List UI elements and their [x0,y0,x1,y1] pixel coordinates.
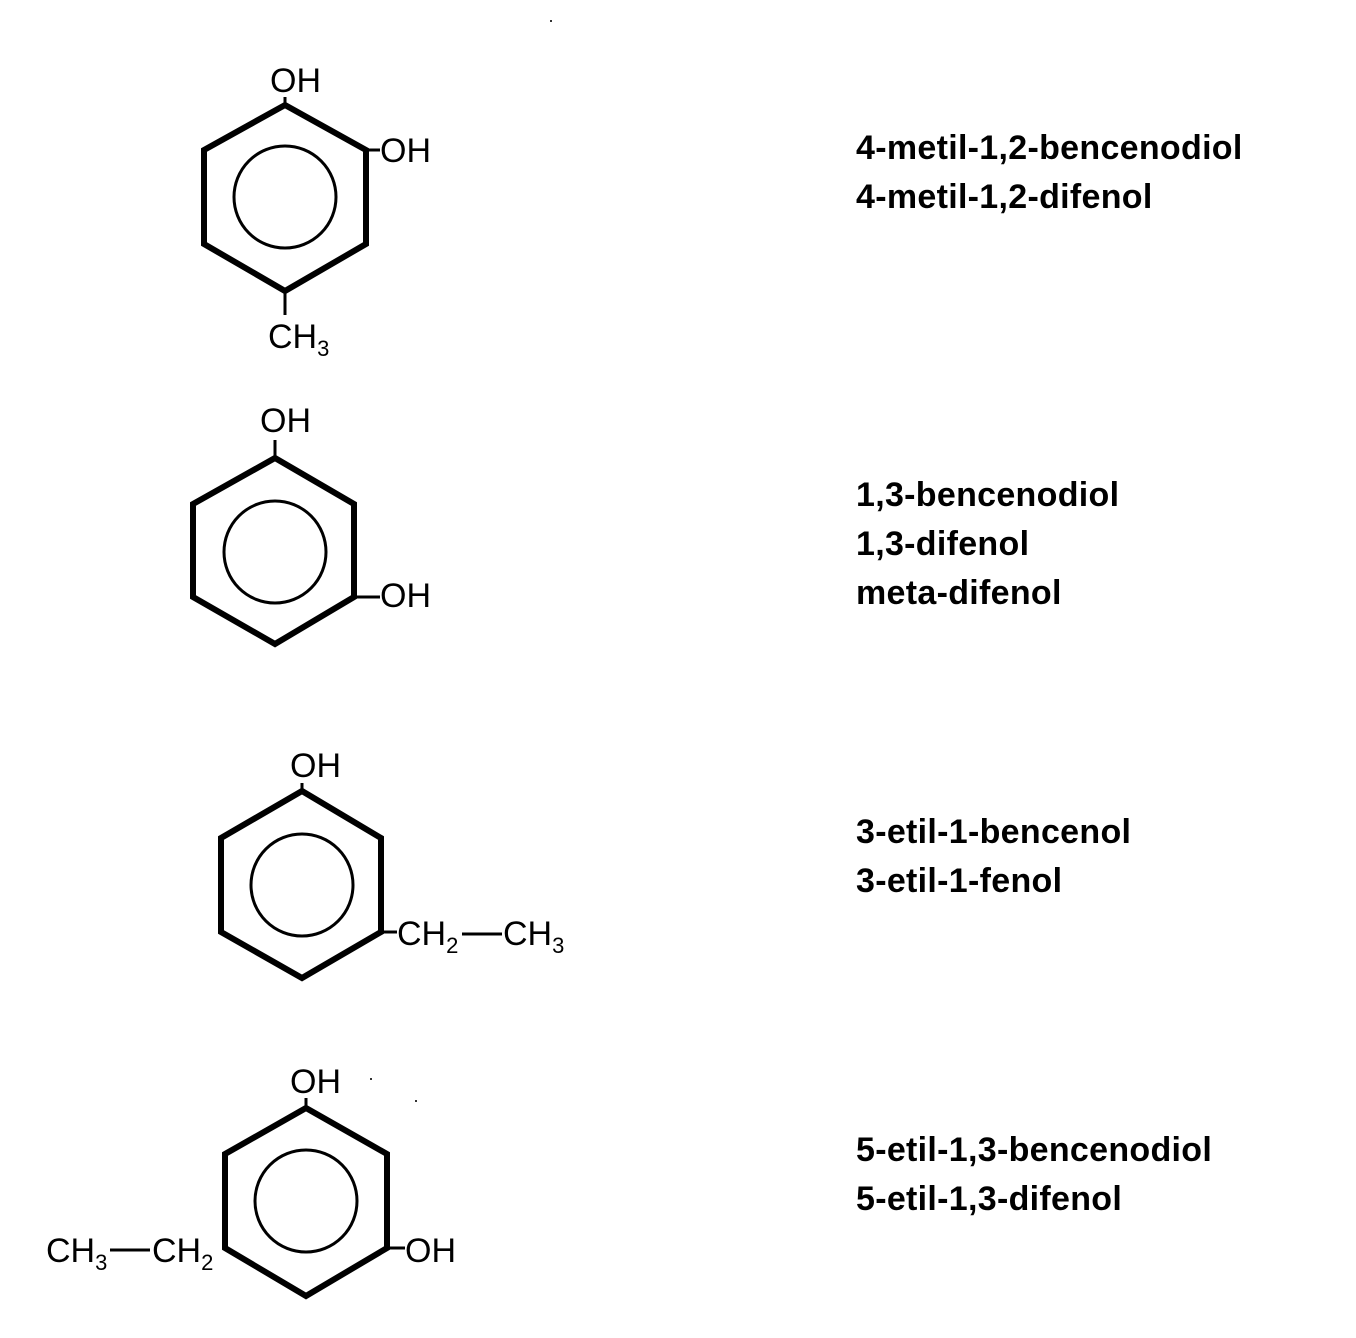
benzene-ring-1 [201,101,369,295]
compound-3-names: 3-etil-1-bencenol 3-etil-1-fenol [856,808,1131,906]
ethyl-ch2-label: CH2 [152,1232,213,1275]
aromatic-circle-3 [249,832,355,938]
oh-label: OH [380,577,431,615]
alternate-name: 3-etil-1-fenol [856,862,1063,900]
compound-2-names: 1,3-bencenodiol 1,3-difenol meta-difenol [856,471,1119,618]
iupac-name: 5-etil-1,3-bencenodiol [856,1131,1213,1169]
benzene-ring-2 [190,454,357,648]
alternate-name: 5-etil-1,3-difenol [856,1180,1123,1218]
benzene-ring-4 [222,1104,390,1300]
compound-1-names: 4-metil-1,2-bencenodiol 4-metil-1,2-dife… [856,124,1243,222]
aromatic-circle-2 [222,499,328,605]
scan-speck [415,1100,417,1102]
benzene-ring-3 [218,787,384,982]
oh-label: OH [260,402,311,440]
compound-3-structure: OH CH2 CH3 [218,747,564,982]
oh-label: OH [290,1063,341,1101]
compound-4-names: 5-etil-1,3-bencenodiol 5-etil-1,3-difeno… [856,1126,1212,1224]
ethyl-ch2-label: CH2 [397,915,458,958]
iupac-name: 1,3-bencenodiol [856,476,1120,514]
alternate-name: 4-metil-1,2-difenol [856,178,1153,216]
iupac-name: 4-metil-1,2-bencenodiol [856,129,1243,167]
oh-label: OH [380,132,431,170]
methyl-label: CH3 [268,318,329,361]
aromatic-circle-4 [253,1148,359,1254]
aromatic-circle-1 [232,144,338,250]
scan-speck [370,1078,372,1080]
alternate-name: 1,3-difenol [856,525,1030,563]
common-name: meta-difenol [856,574,1062,612]
compound-2-structure: OH OH [190,402,431,648]
oh-label: OH [270,62,321,100]
ethyl-ch3-label: CH3 [46,1232,107,1275]
compound-4-structure: OH OH CH3 CH2 [46,1063,456,1300]
scan-speck [550,20,552,22]
oh-label: OH [290,747,341,785]
compound-1-structure: OH OH CH3 [201,62,431,361]
ethyl-ch3-label: CH3 [503,915,564,958]
iupac-name: 3-etil-1-bencenol [856,813,1132,851]
oh-label: OH [405,1232,456,1270]
